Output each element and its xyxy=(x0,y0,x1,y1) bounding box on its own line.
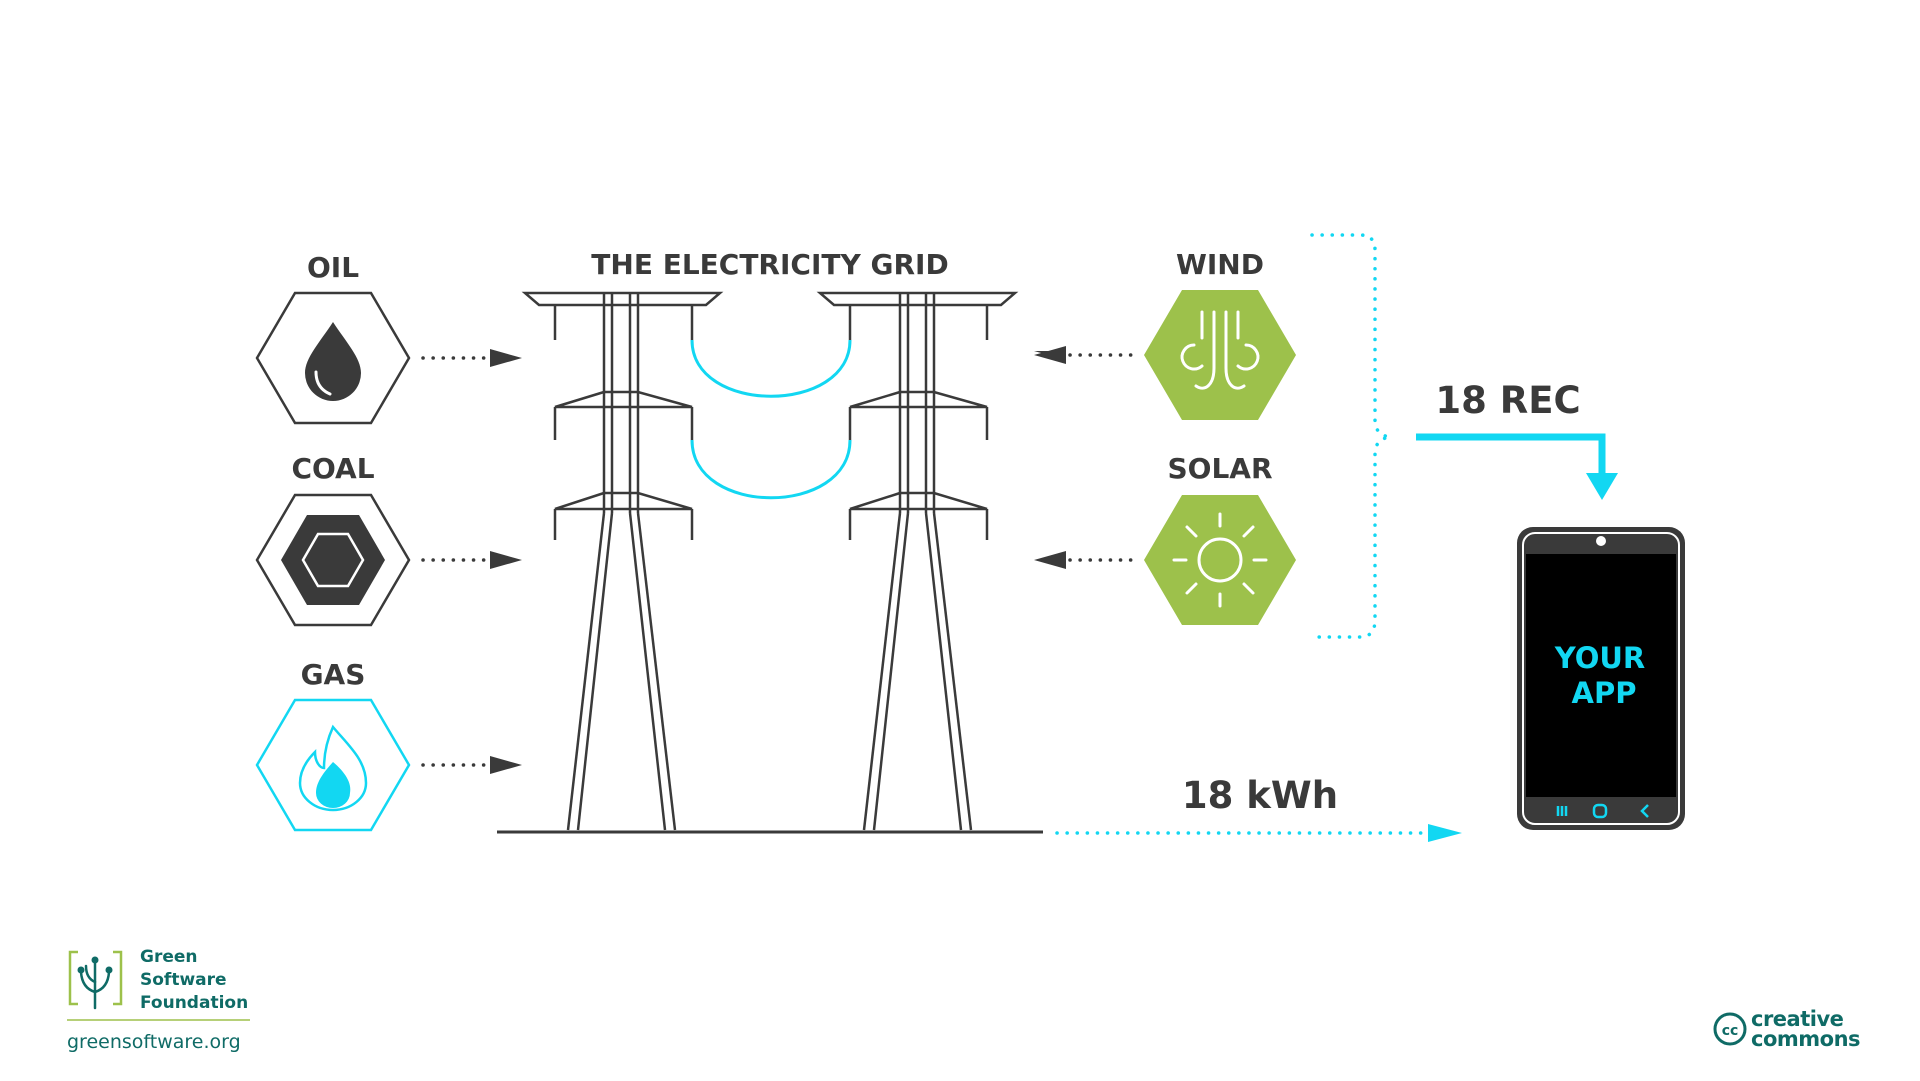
coal-arrow xyxy=(421,551,522,569)
wind-label: WIND xyxy=(1176,248,1264,281)
gsf-url: greensoftware.org xyxy=(67,1031,241,1053)
solar-arrow xyxy=(1034,551,1135,569)
oil-label: OIL xyxy=(307,251,359,284)
power-lines xyxy=(690,339,852,500)
cc-word-creative: creative xyxy=(1751,1007,1844,1031)
your-app-line1: YOUR xyxy=(1554,641,1646,675)
coal-label: COAL xyxy=(291,452,374,485)
kwh-arrow xyxy=(1055,824,1462,842)
cc-badge-icon xyxy=(1713,1012,1747,1046)
pylon-right xyxy=(816,291,1019,831)
gas-label: GAS xyxy=(301,658,366,691)
pylon-left xyxy=(521,291,724,831)
gsf-logo: Green Software Foundation greensoftware.… xyxy=(67,947,250,1053)
phone: YOUR APP xyxy=(1517,527,1685,830)
cc-badge-text: cc xyxy=(1722,1023,1739,1039)
gsf-name-line1: Green xyxy=(140,947,198,967)
kwh-label: 18 kWh xyxy=(1182,774,1338,817)
your-app-line2: APP xyxy=(1572,676,1637,710)
cc-word-commons: commons xyxy=(1751,1027,1860,1051)
gas-hexagon xyxy=(255,698,411,832)
solar-hexagon xyxy=(1144,495,1296,625)
coal-hexagon xyxy=(255,493,411,627)
gsf-name-line2: Software xyxy=(140,970,227,990)
phone-nav-bar xyxy=(1556,803,1649,819)
creative-commons-logo: cc creative commons xyxy=(1713,1007,1861,1051)
wind-arrow xyxy=(1034,346,1135,364)
coal-icon xyxy=(281,515,385,605)
gas-arrow xyxy=(421,756,522,774)
rec-bracket xyxy=(1310,233,1391,639)
phone-camera xyxy=(1596,536,1606,546)
solar-label: SOLAR xyxy=(1167,452,1272,485)
wind-icon xyxy=(1180,310,1260,390)
gas-flame-icon xyxy=(298,724,368,812)
sun-icon xyxy=(1172,512,1268,608)
rec-arrow xyxy=(1416,433,1618,500)
oil-hexagon xyxy=(255,291,411,425)
rec-label: 18 REC xyxy=(1435,379,1580,422)
oil-arrow xyxy=(421,349,522,367)
tree-logo-icon xyxy=(68,950,123,1010)
grid-label: THE ELECTRICITY GRID xyxy=(591,248,948,281)
wind-hexagon xyxy=(1144,290,1296,420)
gsf-name-line3: Foundation xyxy=(140,993,248,1013)
